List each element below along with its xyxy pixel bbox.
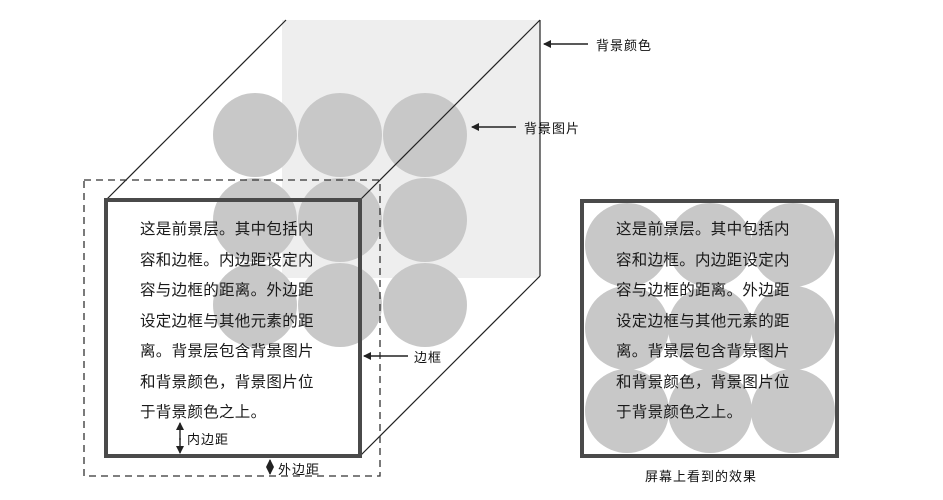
result-circle bbox=[585, 286, 669, 370]
perspective-lines bbox=[105, 19, 541, 457]
result-circle bbox=[668, 286, 752, 370]
label-border: 边框 bbox=[414, 351, 443, 366]
bg-circle bbox=[213, 93, 297, 177]
result-circle bbox=[585, 369, 669, 453]
label-margin: 外边距 bbox=[278, 463, 321, 478]
result-circle bbox=[751, 369, 835, 453]
label-background-image: 背景图片 bbox=[524, 122, 581, 137]
result-circle bbox=[668, 369, 752, 453]
margin-box bbox=[83, 179, 381, 477]
result-circle bbox=[751, 203, 835, 287]
bg-circle bbox=[383, 178, 467, 262]
foreground-text: 这是前景层。其中包括内 容和边框。内边距设定内 容与边框的距离。外边距 设定边框… bbox=[140, 220, 314, 421]
result-circle bbox=[585, 203, 669, 287]
bg-circle bbox=[213, 263, 297, 347]
bg-circle bbox=[298, 93, 382, 177]
screen-result-circles bbox=[585, 203, 835, 453]
border-box bbox=[104, 198, 362, 458]
result-circle bbox=[751, 286, 835, 370]
label-padding: 内边距 bbox=[187, 433, 230, 448]
label-screen-result: 屏幕上看到的效果 bbox=[645, 470, 758, 485]
callout-arrows bbox=[176, 40, 588, 475]
screen-result-box bbox=[580, 199, 839, 458]
result-foreground-text: 这是前景层。其中包括内 容和边框。内边距设定内 容与边框的距离。外边距 设定边框… bbox=[616, 220, 790, 421]
label-background-color: 背景颜色 bbox=[596, 39, 653, 54]
bg-circle bbox=[383, 263, 467, 347]
result-circle bbox=[668, 203, 752, 287]
